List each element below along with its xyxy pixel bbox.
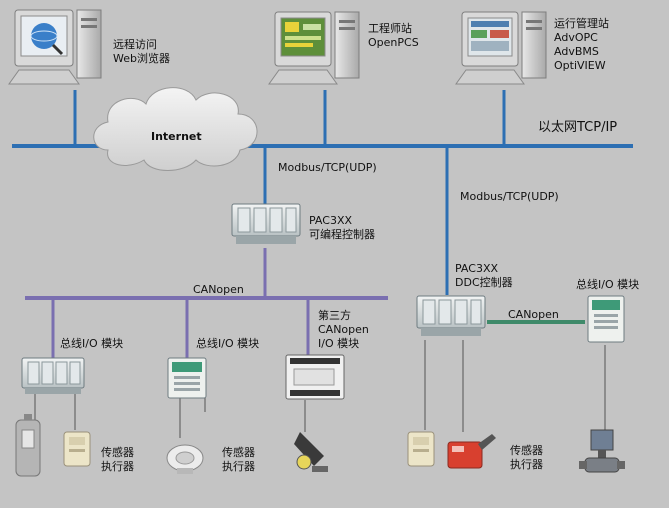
engineer-station-line1: 工程师站 xyxy=(368,22,412,35)
water-heater-icon xyxy=(15,414,41,477)
remote-access-line1: 远程访问 xyxy=(113,38,157,51)
third-party-line2: CANopen xyxy=(318,323,369,336)
control-valve-icon xyxy=(579,429,625,473)
computer-ops-icon xyxy=(455,11,547,85)
plc-line2: 可编程控制器 xyxy=(309,228,375,241)
io-module-right-icon xyxy=(587,295,625,343)
remote-access-label: 远程访问 Web浏览器 xyxy=(113,38,170,66)
io-module-1-icon xyxy=(21,357,85,394)
ddc-line1: PAC3XX xyxy=(455,262,499,275)
thermostat-sensor-2-icon xyxy=(407,431,435,467)
field-devices-3-line1: 传感器 xyxy=(510,444,543,457)
canopen-main-label: CANopen xyxy=(193,283,244,296)
internet-label: Internet xyxy=(151,130,202,143)
canopen-right-label: CANopen xyxy=(508,308,559,321)
engineer-station-label: 工程师站 OpenPCS xyxy=(368,22,419,50)
ops-station-line2: AdvOPC xyxy=(554,31,598,44)
ddc-controller-icon xyxy=(416,295,486,336)
io-module-1-label: 总线I/O 模块 xyxy=(60,337,124,350)
ops-station-line4: OptiVIEW xyxy=(554,59,606,72)
field-devices-1-line2: 执行器 xyxy=(101,460,134,473)
third-party-line1: 第三方 xyxy=(318,309,351,322)
field-devices-3-line2: 执行器 xyxy=(510,458,543,471)
thermostat-sensor-1-icon xyxy=(63,431,91,467)
plc-controller-icon xyxy=(231,203,301,244)
io-module-right-label: 总线I/O 模块 xyxy=(576,278,640,291)
field-devices-2-line2: 执行器 xyxy=(222,460,255,473)
field-wires xyxy=(34,340,606,438)
ethernet-label: 以太网TCP/IP xyxy=(538,120,618,135)
ddc-label: PAC3XX DDC控制器 xyxy=(455,262,513,290)
io-module-2-icon xyxy=(167,357,207,399)
field-devices-3-label: 传感器 执行器 xyxy=(510,444,543,472)
io-module-2-label: 总线I/O 模块 xyxy=(196,337,260,350)
engineer-station-line2: OpenPCS xyxy=(368,36,419,49)
modbus-right-label: Modbus/TCP(UDP) xyxy=(460,190,559,203)
modbus-left-label: Modbus/TCP(UDP) xyxy=(278,161,377,174)
canopen-main-bus xyxy=(25,248,388,358)
internet-cloud xyxy=(93,87,258,171)
remote-access-line2: Web浏览器 xyxy=(113,52,170,65)
third-party-io-module-icon xyxy=(285,354,345,400)
plc-label: PAC3XX 可编程控制器 xyxy=(309,214,375,242)
damper-actuator-icon xyxy=(447,434,496,469)
ops-station-line3: AdvBMS xyxy=(554,45,599,58)
motion-sensor-icon xyxy=(294,432,328,472)
field-devices-1-label: 传感器 执行器 xyxy=(101,446,134,474)
computer-engineer-icon xyxy=(268,11,360,85)
field-devices-2-label: 传感器 执行器 xyxy=(222,446,255,474)
third-party-line3: I/O 模块 xyxy=(318,337,360,350)
ops-station-line1: 运行管理站 xyxy=(554,17,609,30)
field-devices-2-line1: 传感器 xyxy=(222,446,255,459)
third-party-io-label: 第三方 CANopen I/O 模块 xyxy=(318,309,369,351)
smoke-detector-icon xyxy=(166,444,204,474)
ops-station-label: 运行管理站 AdvOPC AdvBMS OptiVIEW xyxy=(554,17,609,73)
ddc-line2: DDC控制器 xyxy=(455,276,513,289)
plc-line1: PAC3XX xyxy=(309,214,353,227)
computer-remote-icon xyxy=(8,9,102,85)
field-devices-1-line1: 传感器 xyxy=(101,446,134,459)
